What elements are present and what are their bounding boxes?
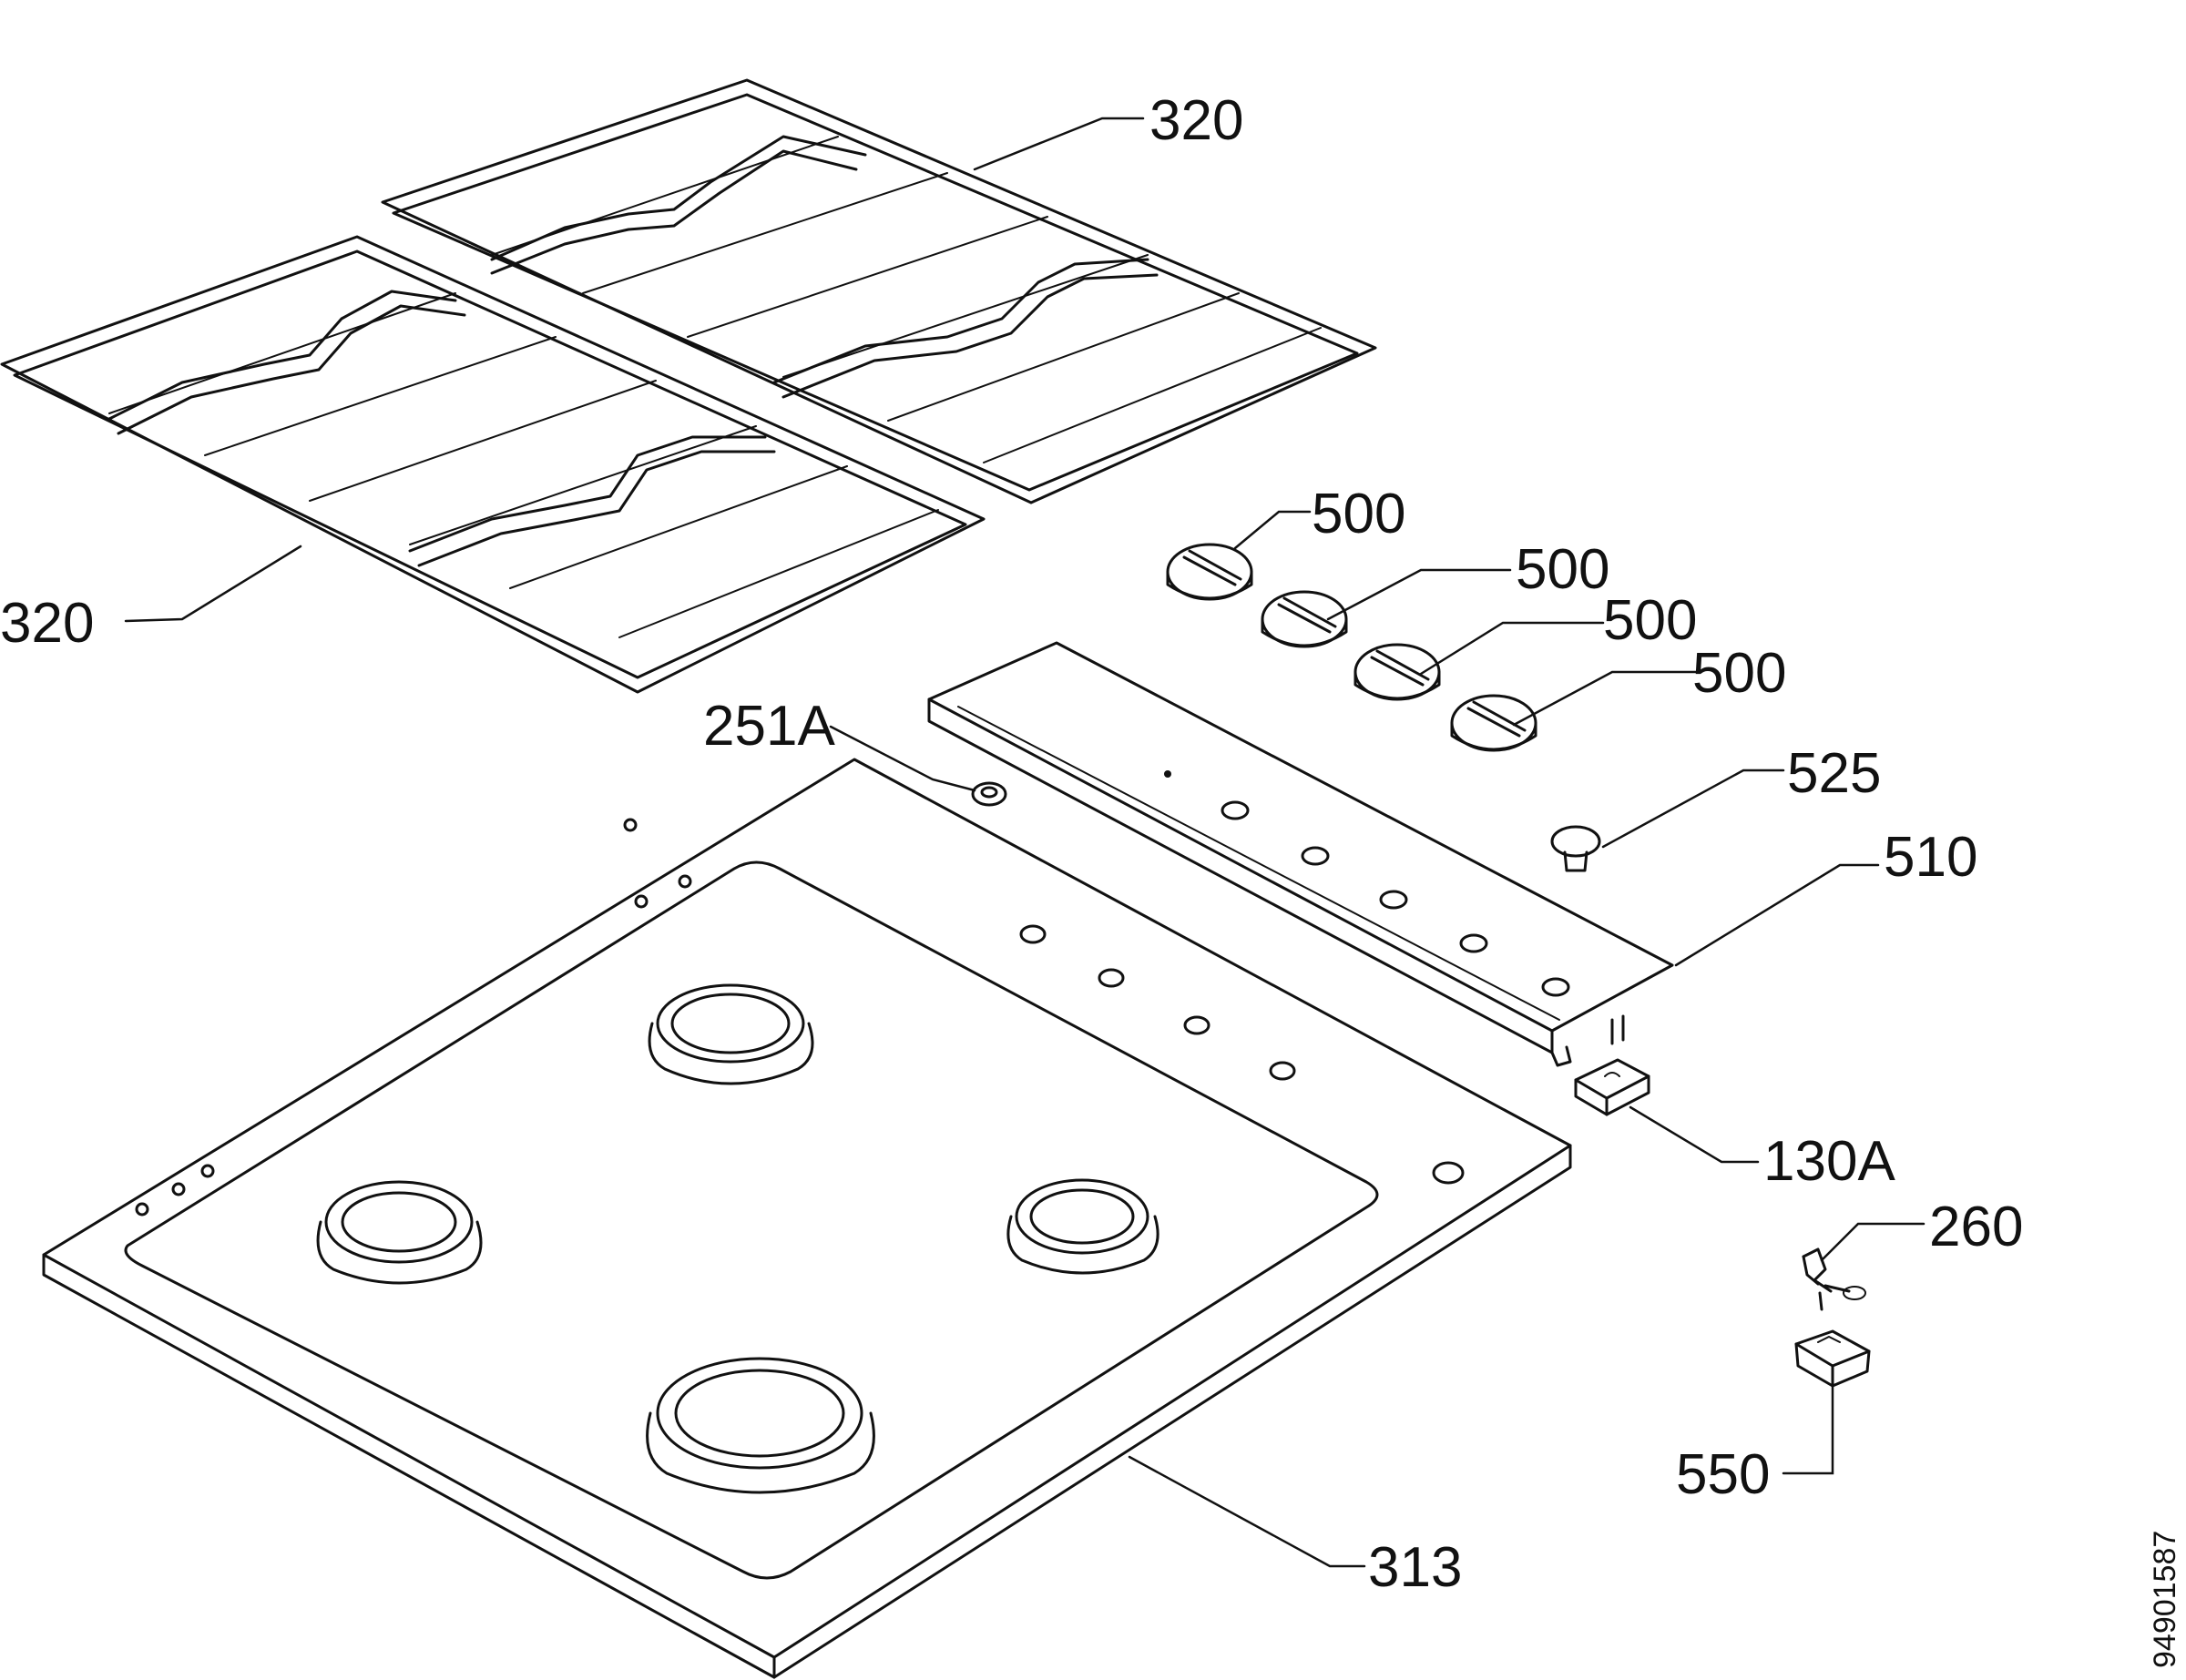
control-knob-4: [1450, 694, 1537, 752]
label-switch: 550: [1676, 1443, 1770, 1506]
label-knob-1: 500: [1312, 483, 1405, 545]
label-knob-2: 500: [1516, 538, 1609, 601]
control-panel-strip: [927, 641, 1674, 1067]
connector-block: [1574, 1058, 1650, 1116]
label-button: 525: [1787, 742, 1881, 805]
label-knob-3: 500: [1603, 589, 1697, 652]
ignition-button: [1550, 825, 1601, 872]
burner-well-left: [316, 1180, 483, 1285]
label-knob-4: 500: [1692, 642, 1786, 705]
leader-lines: [124, 117, 1926, 1568]
control-knob-3: [1353, 643, 1441, 701]
label-plug: 251A: [703, 695, 835, 758]
control-knob-1: [1166, 543, 1253, 601]
label-bracket: 260: [1929, 1196, 2023, 1258]
control-knob-2: [1261, 590, 1348, 648]
burner-well-right: [1006, 1178, 1159, 1275]
label-hob: 313: [1368, 1536, 1462, 1599]
burner-well-top: [648, 983, 814, 1085]
label-grate-upper: 320: [1149, 89, 1243, 152]
pan-support-grate-upper: [381, 78, 1377, 504]
label-grate-lower: 320: [0, 592, 94, 655]
document-id: 94901587: [2148, 1531, 2182, 1668]
label-control-panel: 510: [1884, 826, 1977, 889]
sealing-plug: [971, 781, 1007, 807]
ignition-switch: [1794, 1329, 1871, 1388]
mounting-bracket: [1802, 1247, 1866, 1311]
label-block: 130A: [1763, 1130, 1895, 1193]
burner-well-bottom: [646, 1357, 875, 1494]
hob-top-plate: [42, 758, 1572, 1679]
pan-support-grate-lower: [0, 235, 986, 694]
